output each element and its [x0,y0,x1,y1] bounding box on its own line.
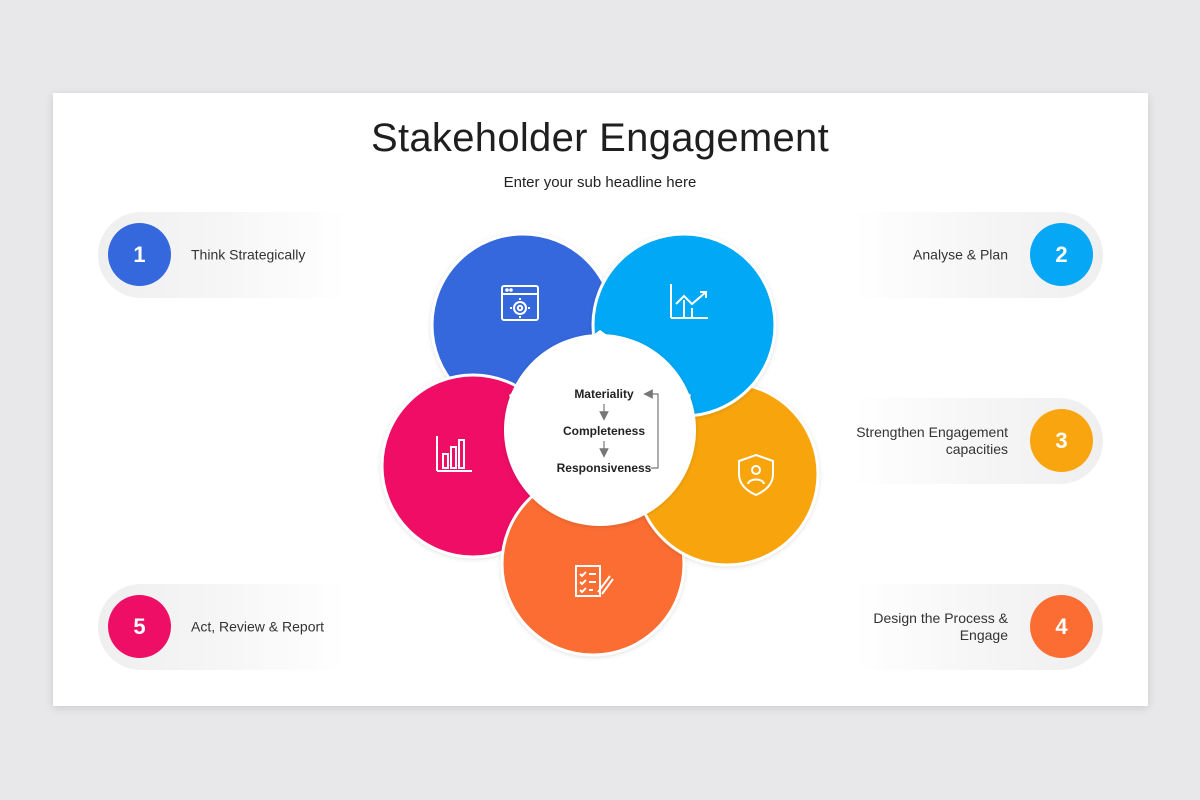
step-4-number: 4 [1030,595,1093,658]
step-3-pill: 3 Strengthen Engagement capacities [853,398,1103,484]
loop-arrow [643,389,659,469]
step-3-number: 3 [1030,409,1093,472]
step-1-number: 1 [108,223,171,286]
step-4-pill: 4 Design the Process & Engage [853,584,1103,670]
step-5-number: 5 [108,595,171,658]
step-1-pill: 1 Think Strategically [98,212,348,298]
center-item-2: Completeness [563,424,645,438]
step-5-pill: 5 Act, Review & Report [98,584,348,670]
page-subtitle: Enter your sub headline here [503,174,697,191]
center-item-3: Responsiveness [557,461,652,475]
step-2-label: Analyse & Plan [913,246,1008,263]
step-4-label: Design the Process & Engage [873,610,1008,643]
shield-user-icon [738,453,774,497]
checklist-edit-icon [575,565,614,597]
browser-gear-icon [501,285,539,321]
step-2-number: 2 [1030,223,1093,286]
center-item-1: Materiality [574,387,634,401]
step-2-pill: 2 Analyse & Plan [853,212,1103,298]
step-1-label: Think Strategically [191,246,306,263]
step-5-label: Act, Review & Report [191,618,325,635]
page-title: Stakeholder Engagement [370,116,830,160]
step-3-label: Strengthen Engagement capacities [856,424,1008,457]
bar-chart-icon [436,436,472,472]
growth-chart-icon [670,284,708,319]
